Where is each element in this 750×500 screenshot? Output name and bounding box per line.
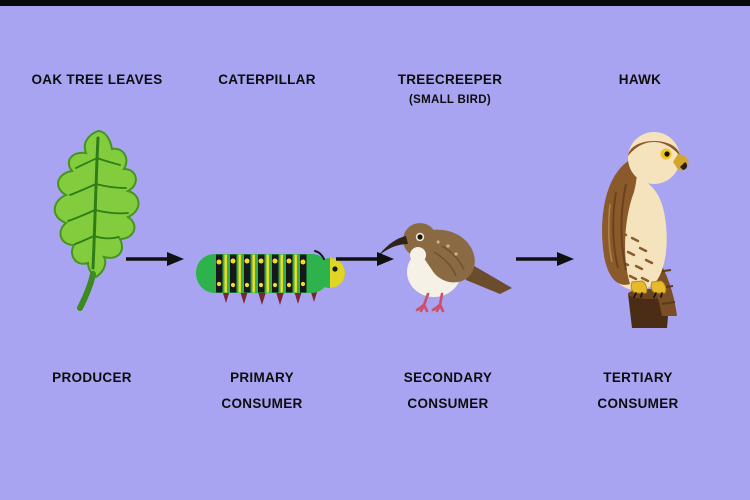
treecreeper-illustration [372,200,522,320]
treecreeper-icon [378,223,512,313]
role-line: CONSUMER [597,396,679,411]
role-line: PRODUCER [52,370,132,385]
hawk-icon [602,132,689,328]
caterpillar-icon [196,250,345,305]
caterpillar-illustration [188,228,348,318]
treecreeper-name-label: TREECREEPER (SMALL BIRD) [370,72,530,107]
role-line: CONSUMER [221,396,303,411]
organism-name: CATERPILLAR [218,72,316,87]
role-line: CONSUMER [407,396,489,411]
hawk-illustration [572,112,722,337]
arrow-right-icon [336,251,394,272]
caterpillar-name-label: CATERPILLAR [187,72,347,93]
oak-leaves-name-label: OAK TREE LEAVES [17,72,177,93]
organism-name: HAWK [618,72,662,87]
hawk-name-label: HAWK [560,72,720,93]
top-border [0,0,750,6]
secondary-consumer-role-label: SECONDARY CONSUMER [368,365,528,417]
arrow-right-icon [126,251,184,272]
oak-leaf-icon [53,129,140,311]
role-line: PRIMARY [230,370,294,385]
arrow-right-icon [516,251,574,272]
oak-leaf-illustration [35,126,160,321]
primary-consumer-role-label: PRIMARY CONSUMER [182,365,342,417]
tertiary-consumer-role-label: TERTIARY CONSUMER [558,365,718,417]
role-line: SECONDARY [403,370,493,385]
organism-name: OAK TREE LEAVES [31,72,163,87]
organism-name: TREECREEPER [397,72,503,87]
organism-subname: (SMALL BIRD) [409,94,491,106]
producer-role-label: PRODUCER [12,365,172,391]
role-line: TERTIARY [603,370,673,385]
